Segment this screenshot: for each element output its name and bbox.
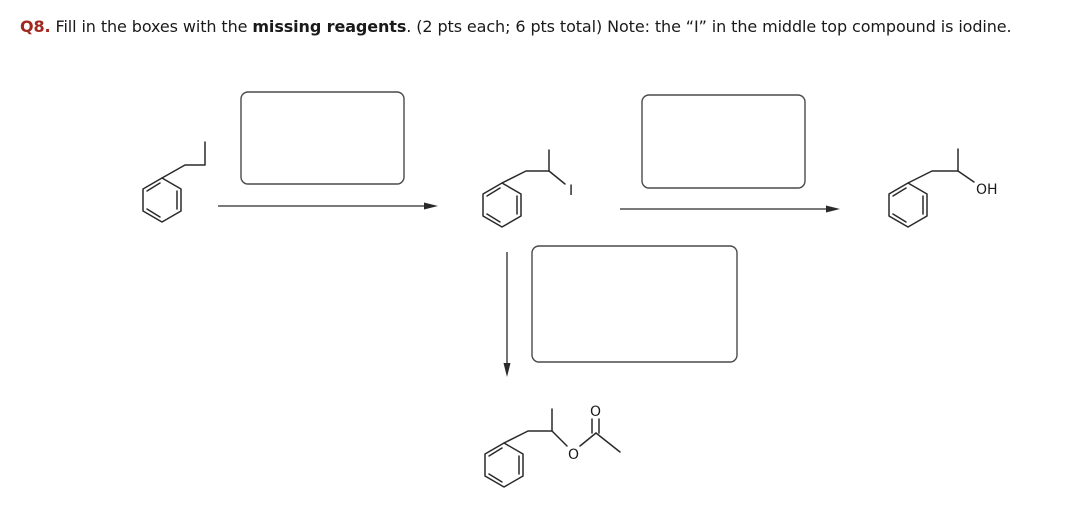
- reaction-arrow-2: [620, 205, 840, 213]
- reagent-box-3[interactable]: [531, 245, 738, 363]
- reagent-box-2[interactable]: [641, 94, 806, 189]
- hydroxyl-label: OH: [976, 182, 998, 198]
- reaction-arrow-1: [218, 202, 438, 210]
- question-number: Q8.: [20, 17, 51, 36]
- question-text-part-2: . (2 pts each; 6 pts total) Note: the “I…: [406, 17, 1012, 36]
- starting-material-propylbenzene: [142, 141, 206, 223]
- ester-oxygen-label: O: [568, 447, 579, 463]
- carbonyl-oxygen-label: O: [590, 404, 601, 420]
- question-text-part-1: Fill in the boxes with the: [50, 17, 253, 36]
- intermediate-iodo-compound: [482, 149, 566, 228]
- question-text: Q8. Fill in the boxes with the missing r…: [20, 15, 1012, 39]
- reaction-arrow-3: [503, 252, 511, 377]
- question-bold-text: missing reagents: [252, 17, 407, 36]
- product-acetate-ester: [484, 408, 621, 488]
- reagent-box-1[interactable]: [240, 91, 405, 185]
- iodine-label: I: [569, 183, 573, 199]
- product-alcohol: [888, 148, 975, 228]
